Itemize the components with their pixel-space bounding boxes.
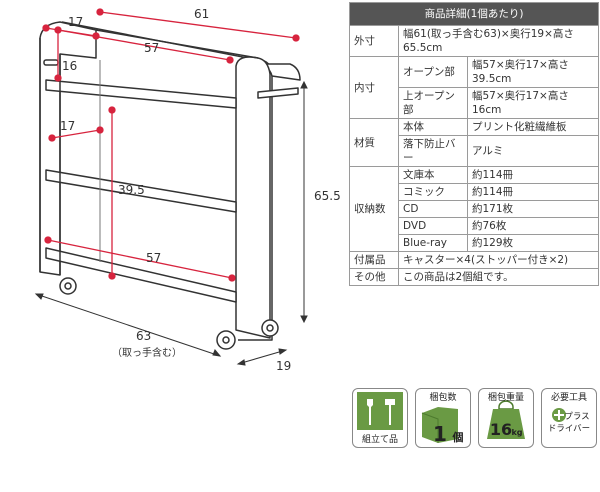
spec-table-header: 商品詳細(1個あたり) — [349, 2, 599, 26]
spec-sublabel: Blue-ray — [398, 234, 468, 252]
spec-value: 約114冊 — [467, 166, 599, 184]
dim-total-height: 65.5 — [314, 189, 341, 203]
spec-sublabel: 上オープン部 — [398, 87, 468, 119]
spec-sublabel: 落下防止バー — [398, 135, 468, 167]
badge-assembly: 組立て品 — [352, 388, 408, 448]
badge-package-count: 梱包数 1 個 — [415, 388, 471, 448]
spec-row-capacity-3: CD 約171枚 — [350, 200, 599, 218]
info-badges: 組立て品 梱包数 1 個 梱包重量 16 kg 必要工具 プラス ドライバー — [350, 388, 600, 448]
spec-row-capacity-2: コミック 約114冊 — [350, 183, 599, 201]
spec-label-other: その他 — [349, 268, 399, 286]
dim-inner-width-bottom: 57 — [146, 251, 161, 265]
outer-dimension-labels: 65.5 63 （取っ手含む） 19 — [112, 189, 341, 373]
dim-total-depth: 19 — [276, 359, 291, 373]
svg-text:ドライバー: ドライバー — [548, 424, 590, 434]
weight-icon: 梱包重量 16 kg — [487, 391, 525, 439]
badge-package-count-title: 梱包数 — [429, 391, 456, 403]
tools-icon: 組立て品 — [357, 392, 403, 445]
dim-total-width-note: （取っ手含む） — [112, 346, 182, 359]
badge-package-count-unit: 個 — [452, 430, 464, 444]
spec-value: プリント化粧繊維板 — [467, 118, 599, 136]
dim-inner-depth-mid: 17 — [60, 119, 75, 133]
spec-sublabel: 文庫本 — [398, 166, 468, 184]
spec-label-inner: 内寸 — [349, 56, 399, 119]
spec-value-other: この商品は2個組です。 — [398, 268, 599, 286]
dim-inner-width-top: 57 — [144, 41, 159, 55]
spec-value-outer: 幅61(取っ手含む63)×奥行19×高さ65.5cm — [398, 25, 599, 57]
spec-sublabel: オープン部 — [398, 56, 468, 88]
badge-package-count-value: 1 — [433, 422, 447, 446]
badge-assembly-text: 組立て品 — [362, 433, 398, 445]
spec-row-capacity-1: 収納数 文庫本 約114冊 — [349, 166, 599, 252]
spec-row-inner-1: 内寸 オープン部 幅57×奥行17×高さ39.5cm — [349, 56, 599, 119]
spec-label-outer: 外寸 — [349, 25, 399, 57]
spec-row-material-1: 材質 本体 プリント化粧繊維板 — [349, 118, 599, 167]
spec-sublabel: DVD — [398, 217, 468, 235]
spec-row-outer: 外寸 幅61(取っ手含む63)×奥行19×高さ65.5cm — [349, 25, 599, 57]
box-icon: 梱包数 1 個 — [421, 391, 464, 446]
dim-total-width: 63 — [136, 329, 151, 343]
badge-package-weight-title: 梱包重量 — [488, 391, 524, 403]
dimension-lines — [42, 8, 300, 282]
svg-text:必要工具: 必要工具 — [551, 391, 587, 403]
screwdriver-icon: 必要工具 プラス ドライバー — [548, 391, 590, 434]
badge-package-weight: 梱包重量 16 kg — [478, 388, 534, 448]
dimension-labels: 61 17 57 16 17 39.5 57 — [60, 7, 209, 265]
dim-inner-height-mid: 39.5 — [118, 183, 145, 197]
spec-sublabel: CD — [398, 200, 468, 218]
spec-label-accessories: 付属品 — [349, 251, 399, 269]
spec-value: 約76枚 — [467, 217, 599, 235]
dim-depth-top: 17 — [68, 15, 83, 29]
badge-required-tool: 必要工具 プラス ドライバー — [541, 388, 597, 448]
badge-package-weight-unit: kg — [511, 428, 522, 437]
badge-package-weight-value: 16 — [490, 420, 512, 439]
svg-text:プラス: プラス — [564, 412, 589, 422]
spec-label-material: 材質 — [349, 118, 399, 167]
spec-row-other: その他 この商品は2個組です。 — [349, 268, 599, 286]
spec-value: 幅57×奥行17×高さ16cm — [467, 87, 599, 119]
furniture-diagram: 61 17 57 16 17 39.5 57 65.5 63 （取っ手含む） 1… — [34, 7, 341, 373]
spec-row-capacity-4: DVD 約76枚 — [350, 217, 599, 235]
dim-inner-depth-top: 16 — [62, 59, 77, 73]
spec-label-capacity: 収納数 — [349, 166, 399, 252]
spec-value-accessories: キャスター×4(ストッパー付き×2) — [398, 251, 599, 269]
spec-value: 約114冊 — [467, 183, 599, 201]
caster-wheels — [59, 277, 279, 350]
spec-value: 約171枚 — [467, 200, 599, 218]
outer-dimension-lines — [34, 80, 308, 366]
dim-width-outer: 61 — [194, 7, 209, 21]
spec-value: 幅57×奥行17×高さ39.5cm — [467, 56, 599, 88]
spec-row-inner-2: 上オープン部 幅57×奥行17×高さ16cm — [350, 87, 599, 119]
spec-row-material-2: 落下防止バー アルミ — [350, 135, 599, 167]
rack-body — [39, 21, 301, 341]
spec-row-accessories: 付属品 キャスター×4(ストッパー付き×2) — [349, 251, 599, 269]
spec-value: 約129枚 — [467, 234, 599, 252]
spec-table: 商品詳細(1個あたり) 外寸 幅61(取っ手含む63)×奥行19×高さ65.5c… — [349, 2, 599, 286]
spec-value: アルミ — [467, 135, 599, 167]
spec-sublabel: 本体 — [398, 118, 468, 136]
spec-sublabel: コミック — [398, 183, 468, 201]
